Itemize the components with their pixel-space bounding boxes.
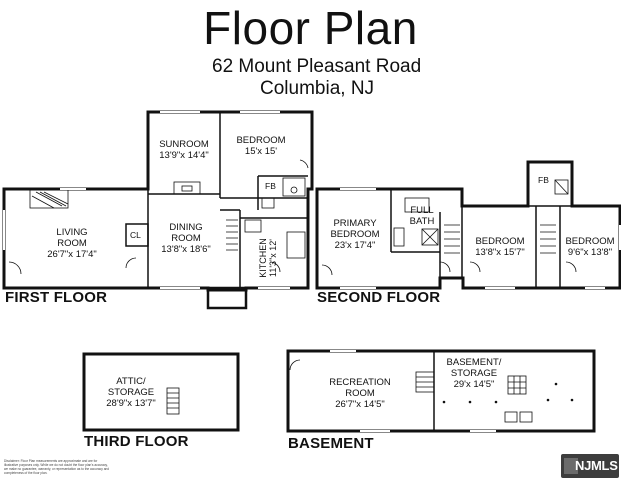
room-bedroom2-dims: 13'8"x 15'7" — [475, 247, 525, 258]
room-recreation-dims: 26'7"x 14'5" — [335, 399, 385, 410]
second-floor-details — [321, 179, 577, 276]
room-sunroom-dims: 13'9"x 14'4" — [159, 150, 209, 161]
room-bedroom3-name: BEDROOM — [565, 236, 615, 247]
room-storage-dims: 29'x 14'5" — [453, 379, 495, 390]
basement-label: BASEMENT — [288, 435, 374, 452]
second-floor-label: SECOND FLOOR — [317, 289, 441, 306]
room-bedroom2-name: BEDROOM — [475, 236, 525, 247]
room-full-bath-name2: BATH — [409, 216, 435, 227]
room-full-bath: FULL BATH — [400, 205, 444, 227]
room-sunroom-name: SUNROOM — [159, 139, 209, 150]
room-kitchen-name: KITCHEN — [258, 238, 268, 278]
room-bedroom3-dims: 9'6"x 13'8" — [567, 247, 613, 258]
room-attic: ATTIC/ STORAGE 28'9"x 13'7" — [96, 376, 166, 409]
first-floor-label: FIRST FLOOR — [5, 289, 108, 306]
logo-mark-icon — [564, 458, 578, 474]
room-dining-name2: ROOM — [171, 233, 201, 244]
room-full-bath-name1: FULL — [410, 205, 434, 216]
room-storage-name2: STORAGE — [450, 368, 498, 379]
basement-walls — [286, 349, 596, 433]
disclaimer-text: Disclaimer: Floor Plan measurements are … — [4, 459, 110, 475]
room-kitchen: KITCHEN 11'3"x 12' — [258, 223, 278, 293]
room-primary-name1: PRIMARY — [333, 218, 377, 229]
room-primary-name2: BEDROOM — [330, 229, 380, 240]
address-city: Columbia, NJ — [260, 78, 375, 99]
basement-windows — [330, 350, 496, 432]
logo-text: NJMLS — [575, 458, 618, 473]
room-bedroom-second-b: BEDROOM 9'6"x 13'8" — [561, 236, 619, 258]
room-bedroom-first: BEDROOM 15'x 15' — [226, 135, 296, 157]
closet-label: CL — [130, 230, 141, 240]
second-floor-bath-label: FB — [538, 175, 549, 185]
second-floor-interior — [390, 189, 572, 288]
room-basement-storage: BASEMENT/ STORAGE 29'x 14'5" — [440, 357, 508, 390]
njmls-logo: NJMLS — [561, 454, 619, 478]
first-floor-windows — [3, 111, 290, 289]
third-floor-label: THIRD FLOOR — [84, 433, 189, 450]
room-attic-dims: 28'9"x 13'7" — [106, 398, 156, 409]
room-recreation-name1: RECREATION — [329, 377, 391, 388]
room-dining-name1: DINING — [169, 222, 203, 233]
first-floor-details — [8, 159, 309, 275]
room-recreation-name2: ROOM — [345, 388, 375, 399]
room-primary-bedroom: PRIMARY BEDROOM 23'x 17'4" — [324, 218, 386, 251]
room-storage-name1: BASEMENT/ — [446, 357, 502, 368]
room-living-name1: LIVING — [56, 227, 88, 238]
room-living: LIVING ROOM 26'7"x 17'4" — [30, 227, 114, 260]
first-floor-interior — [125, 112, 308, 310]
room-living-dims: 26'7"x 17'4" — [47, 249, 97, 260]
basement-posts — [442, 382, 574, 404]
room-primary-dims: 23'x 17'4" — [334, 240, 376, 251]
room-dining-dims: 13'8"x 18'6" — [161, 244, 211, 255]
room-attic-name2: STORAGE — [107, 387, 155, 398]
second-floor-windows — [340, 188, 621, 289]
address-street: 62 Mount Pleasant Road — [212, 56, 422, 77]
room-kitchen-dims: 11'3"x 12' — [268, 239, 278, 277]
room-bedroom-first-dims: 15'x 15' — [244, 146, 278, 157]
room-sunroom: SUNROOM 13'9"x 14'4" — [152, 139, 216, 161]
room-living-name2: ROOM — [57, 238, 87, 249]
room-bedroom-second-a: BEDROOM 13'8"x 15'7" — [466, 236, 534, 258]
room-recreation: RECREATION ROOM 26'7"x 14'5" — [322, 377, 398, 410]
basement-details — [289, 359, 533, 423]
room-bedroom-first-name: BEDROOM — [236, 135, 286, 146]
room-attic-name1: ATTIC/ — [116, 376, 146, 387]
third-floor-details — [166, 387, 180, 415]
first-floor-bath-label: FB — [265, 181, 276, 191]
third-floor-walls — [82, 352, 240, 432]
page-title: Floor Plan — [203, 2, 418, 54]
room-dining: DINING ROOM 13'8"x 18'6" — [154, 222, 218, 255]
